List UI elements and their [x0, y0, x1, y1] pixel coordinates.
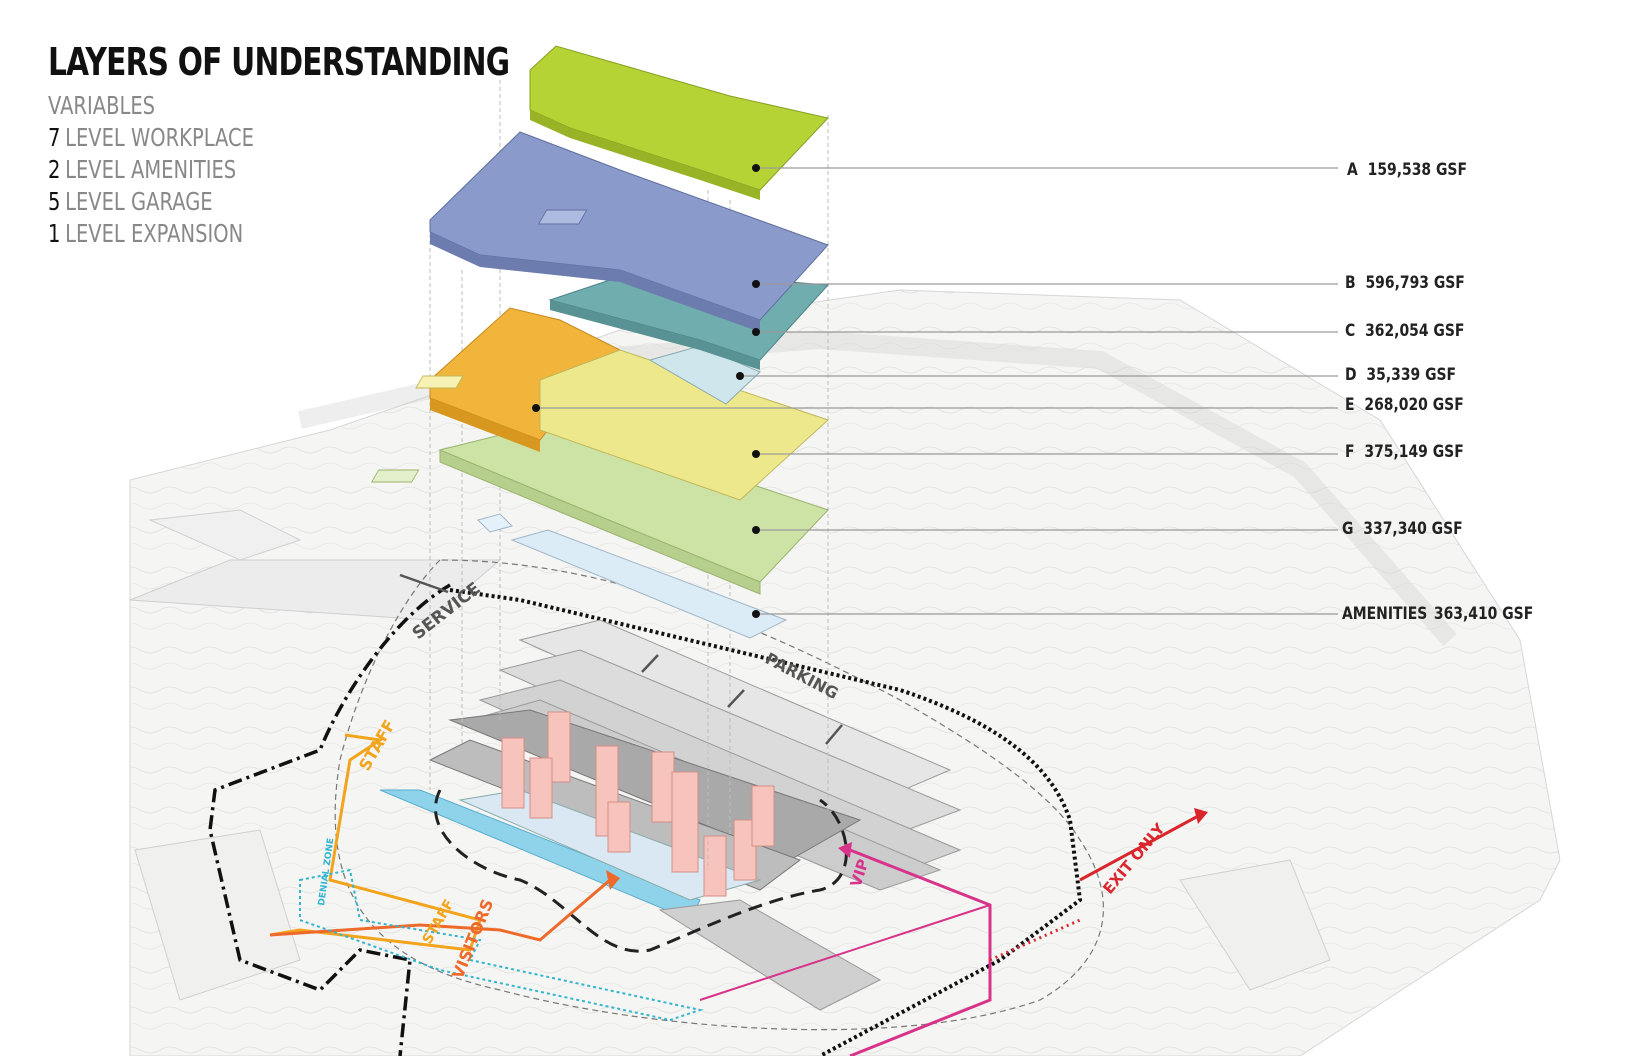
layer-id: AMENITIES: [1342, 604, 1428, 624]
visitor-arrowhead: [606, 870, 620, 890]
site-roads: [334, 559, 1104, 1031]
layer-gsf: 337,340 GSF: [1363, 519, 1463, 539]
layer-c-callout: C 362,054 GSF: [1345, 321, 1464, 341]
perimeter-route-west: [208, 583, 451, 1057]
vip-arrowhead: [838, 842, 852, 858]
layer-gsf: 362,054 GSF: [1365, 321, 1465, 341]
exit-route: [989, 918, 1081, 962]
variable-label: LEVEL GARAGE: [65, 187, 213, 216]
layer-id: D: [1345, 365, 1357, 385]
floor-plates: [370, 45, 830, 639]
layer-id: B: [1345, 273, 1356, 293]
variable-count: 2: [48, 155, 61, 184]
vip-route: [849, 848, 992, 1058]
layer-a-callout: A 159,538 GSF: [1347, 160, 1467, 180]
leader-lines: [532, 164, 1338, 618]
staff-route: [269, 733, 482, 952]
layer-gsf: 159,538 GSF: [1367, 160, 1468, 180]
denial-zone-outline: [299, 868, 704, 1022]
variable-count: 7: [48, 123, 61, 152]
layer-b-callout: B 596,793 GSF: [1345, 273, 1465, 293]
layer-id: A: [1347, 160, 1358, 180]
circulation-routes: [269, 573, 1208, 1058]
variable-count: 5: [48, 187, 61, 216]
layer-d-callout: D 35,339 GSF: [1345, 365, 1456, 385]
exit-arrowhead: [1194, 808, 1208, 824]
building-cores: [501, 711, 775, 897]
perimeter-route: [449, 588, 1083, 1058]
page-title: LAYERS OF UNDERSTANDING: [48, 40, 510, 84]
layer-gsf: 35,339 GSF: [1366, 365, 1457, 385]
layer-gsf: 268,020 GSF: [1364, 395, 1464, 415]
layer-g-callout: G 337,340 GSF: [1342, 519, 1463, 539]
variable-label: LEVEL WORKPLACE: [65, 123, 254, 152]
variable-label: LEVEL EXPANSION: [65, 219, 244, 248]
layer-f-callout: F 375,149 GSF: [1345, 442, 1464, 462]
layer-id: G: [1342, 519, 1354, 539]
layer-gsf: 363,410 GSF: [1433, 604, 1534, 624]
layer-gsf: 375,149 GSF: [1364, 442, 1464, 462]
layer-id: E: [1345, 395, 1355, 415]
building-footprint-outline: [433, 789, 848, 953]
layer-id: C: [1345, 321, 1356, 341]
variables-heading: VARIABLES: [48, 91, 156, 120]
variable-label: LEVEL AMENITIES: [65, 155, 237, 184]
variable-count: 1: [48, 219, 61, 248]
layer-id: F: [1345, 442, 1355, 462]
layer-gsf: 596,793 GSF: [1365, 273, 1465, 293]
layer-e-callout: E 268,020 GSF: [1345, 395, 1464, 415]
visitor-route: [269, 878, 611, 942]
